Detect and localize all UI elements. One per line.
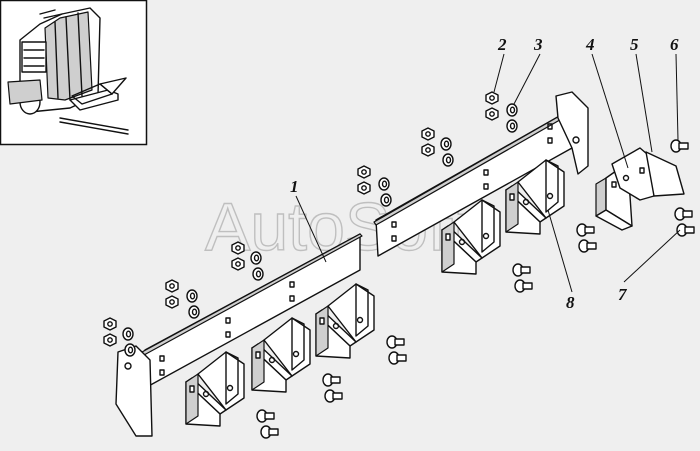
callout-8: 8 bbox=[566, 293, 575, 312]
callout-4: 4 bbox=[585, 35, 595, 54]
callout-7: 7 bbox=[618, 285, 628, 304]
callout-2: 2 bbox=[497, 35, 507, 54]
beam-left-segment bbox=[115, 233, 363, 437]
bracket-parts-4-5 bbox=[595, 147, 685, 231]
callout-1: 1 bbox=[290, 177, 299, 196]
callout-5: 5 bbox=[630, 35, 639, 54]
inset-machine-view bbox=[0, 0, 148, 146]
callout-3: 3 bbox=[533, 35, 543, 54]
callout-6: 6 bbox=[670, 35, 679, 54]
leader-lines bbox=[295, 53, 681, 293]
callout-labels: 1 2 3 4 5 6 7 8 bbox=[290, 35, 679, 312]
beam-right-segment bbox=[373, 91, 589, 257]
